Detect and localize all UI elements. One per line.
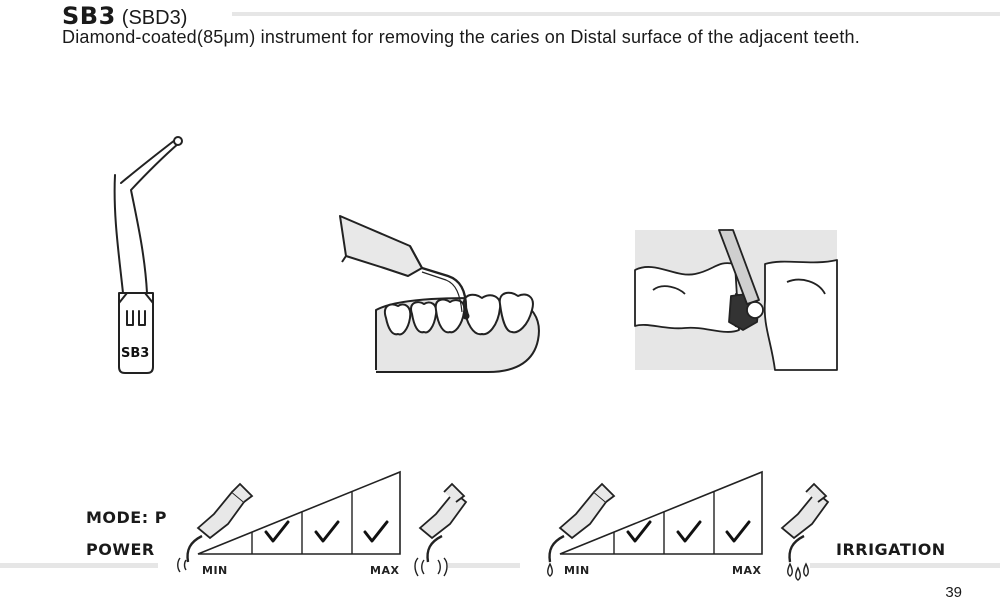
irrigation-label: IRRIGATION bbox=[836, 540, 946, 559]
irrigation-check-icon bbox=[626, 520, 652, 543]
instrument-code: SB3 bbox=[62, 2, 116, 30]
header-rule bbox=[232, 12, 1000, 16]
irrigation-max-label: MAX bbox=[732, 564, 761, 577]
irrigation-gauge: MIN MAX bbox=[520, 470, 830, 600]
power-check-icon bbox=[314, 520, 340, 543]
power-check-icon bbox=[264, 520, 290, 543]
tip-illustration: SB3 bbox=[113, 136, 183, 374]
instrument-subcode: (SBD3) bbox=[121, 7, 188, 29]
page-number: 39 bbox=[945, 584, 962, 601]
irrigation-check-icon bbox=[676, 520, 702, 543]
mode-label: MODE: P bbox=[86, 508, 167, 527]
cross-section-illustration bbox=[634, 229, 838, 371]
tip-label: SB3 bbox=[121, 346, 149, 361]
irrigation-wedge bbox=[559, 470, 763, 555]
instrument-description: Diamond-coated(85μm) instrument for remo… bbox=[62, 27, 860, 47]
power-max-label: MAX bbox=[370, 564, 399, 577]
teeth-illustration bbox=[339, 215, 540, 373]
water-drop-icon bbox=[547, 562, 553, 577]
water-drops-icon bbox=[787, 562, 809, 581]
power-gauge: MIN MAX bbox=[158, 470, 468, 600]
page-title: SB3 (SBD3) bbox=[62, 2, 187, 30]
footer-rule bbox=[0, 563, 1000, 568]
power-min-label: MIN bbox=[202, 564, 228, 577]
power-wedge bbox=[197, 470, 401, 555]
irrigation-min-label: MIN bbox=[564, 564, 590, 577]
power-label: POWER bbox=[86, 540, 155, 559]
irrigation-check-icon bbox=[725, 520, 751, 543]
power-check-icon bbox=[363, 520, 389, 543]
